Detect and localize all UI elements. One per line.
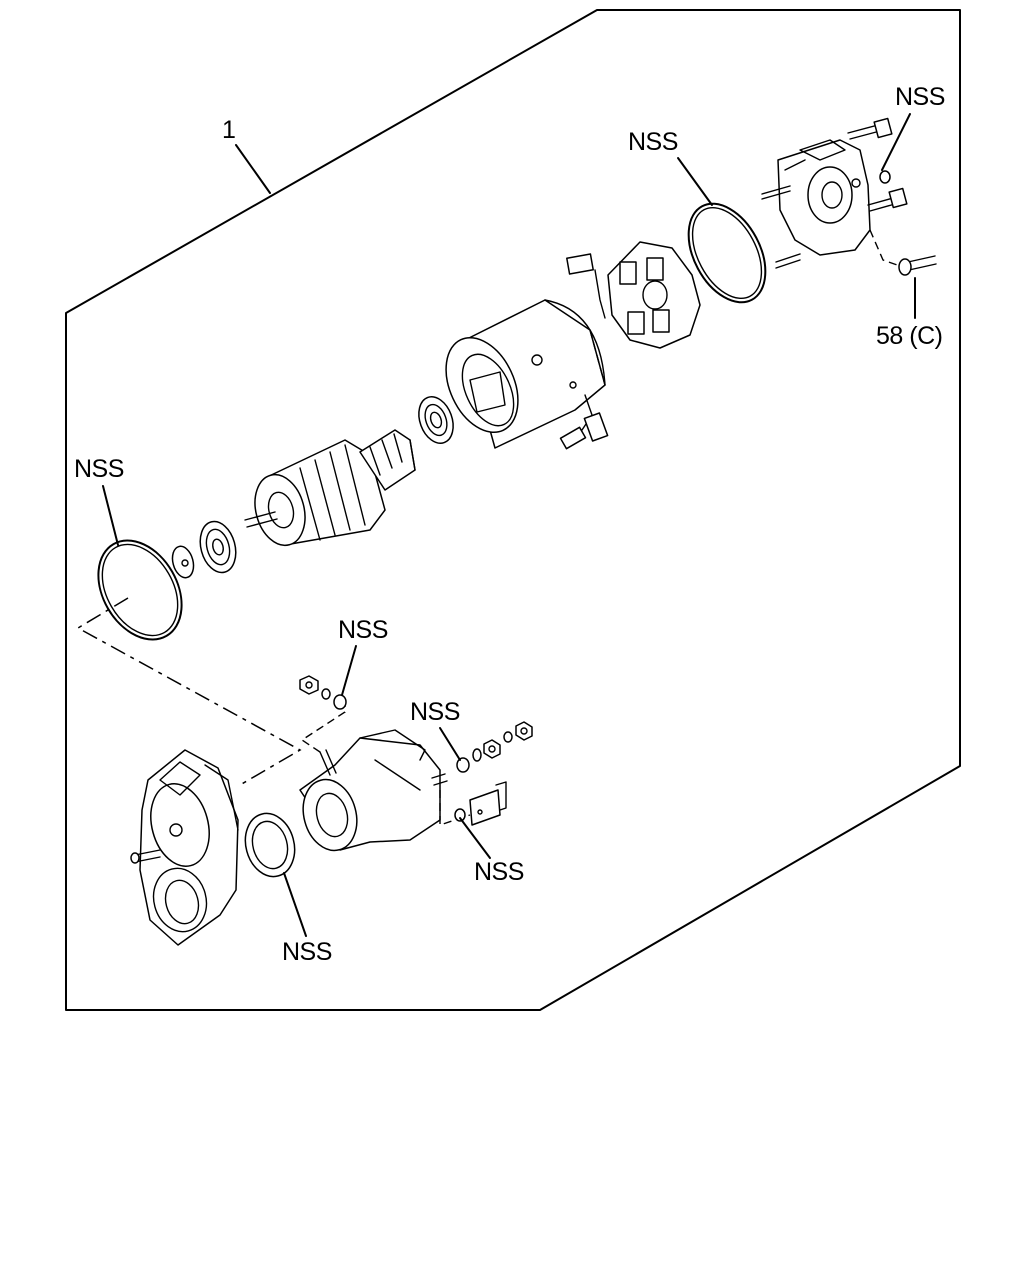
through-bolt-lower: [867, 187, 908, 212]
leader-line-assembly: [235, 144, 271, 194]
o-ring-left: [97, 539, 183, 641]
lock-washer-mid: [503, 731, 513, 743]
thrust-washer-hole: [181, 559, 189, 567]
leader-line-nss-plate: [459, 817, 491, 859]
dash-link-switch-terminal: [300, 703, 346, 753]
magnetic-switch: [299, 729, 448, 852]
dash-link-screw-frame: [869, 229, 901, 267]
washer-mid-2: [472, 748, 482, 762]
leader-line-nss-washer-mid: [439, 727, 461, 761]
callout-nss-washer-mid: NSS: [410, 698, 460, 726]
callout-nss-plate: NSS: [474, 858, 524, 886]
through-bolt-upper: [847, 117, 893, 140]
rear-end-frame: [761, 139, 871, 269]
terminal-plate: [469, 781, 507, 826]
callout-nss-top-right: NSS: [895, 83, 945, 111]
nut-mid-2: [515, 721, 533, 741]
callout-nss-nut-upper: NSS: [338, 616, 388, 644]
washer-mid: [456, 757, 470, 773]
washer-upper: [333, 694, 347, 710]
nut-mid-1: [483, 739, 501, 759]
callout-assembly-number: 1: [222, 116, 235, 144]
thrust-washer: [171, 545, 195, 579]
washer-terminal: [454, 808, 466, 822]
callout-nss-seal: NSS: [282, 938, 332, 966]
yoke-field-frame: [445, 299, 609, 450]
front-housing: [130, 749, 239, 946]
dash-link-terminal-plate: [439, 790, 471, 826]
rear-bearing: [418, 396, 454, 444]
assembly-centerline: [76, 597, 302, 786]
o-ring-upper: [687, 202, 767, 304]
leader-line-nss-seal: [283, 872, 307, 937]
seal-ring-lower: [244, 812, 296, 878]
front-bearing: [199, 520, 237, 574]
brush-holder-assembly: [566, 241, 701, 349]
assembly-boundary-frame: [65, 9, 961, 1011]
callout-nss-ring-left: NSS: [74, 455, 124, 483]
leader-line-nss-nut-upper: [341, 645, 357, 696]
callout-part-58c: 58 (C): [876, 322, 942, 350]
leader-line-nss-top-right: [881, 113, 911, 171]
leader-line-nss-ring-top: [677, 157, 713, 206]
nut-upper-small: [299, 675, 319, 695]
o-ring-upper-inner: [691, 206, 763, 300]
o-ring-left-inner: [101, 543, 179, 637]
callout-nss-ring-top: NSS: [628, 128, 678, 156]
seal-ring-lower-inner: [251, 820, 289, 870]
small-washer-top-right: [879, 170, 891, 184]
lock-washer-upper: [321, 688, 331, 700]
screw-58c: [898, 255, 937, 276]
armature: [244, 429, 416, 547]
leader-line-nss-ring-left: [102, 485, 119, 546]
